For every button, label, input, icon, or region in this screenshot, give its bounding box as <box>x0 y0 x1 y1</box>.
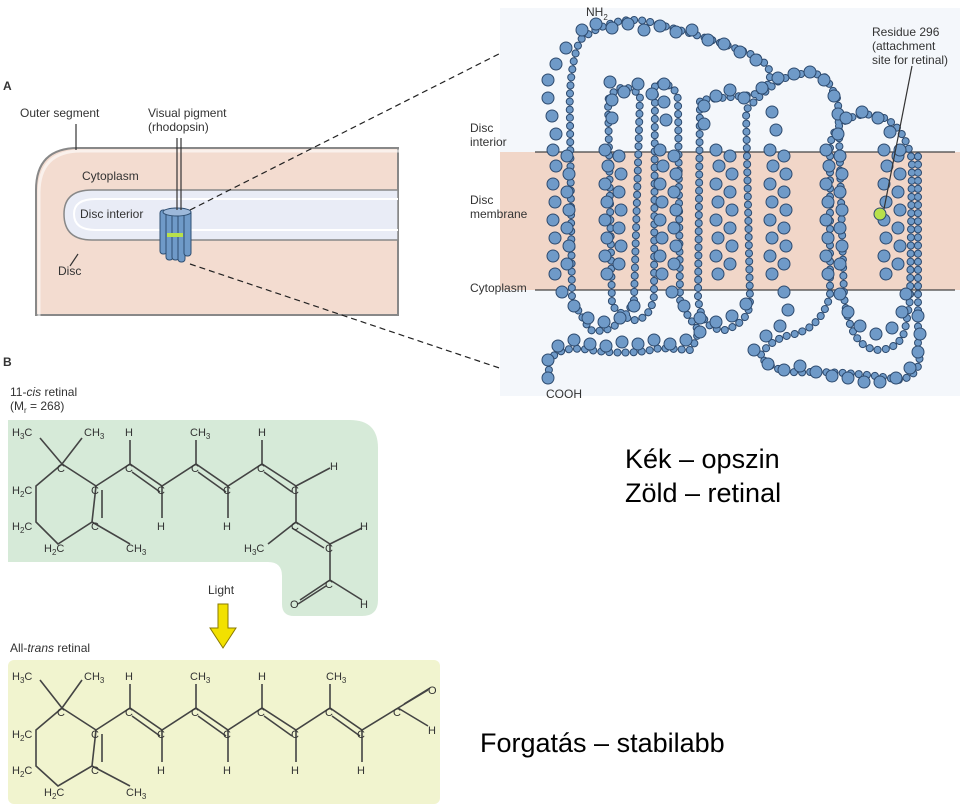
atom: H <box>330 461 338 473</box>
light-label: Light <box>208 583 235 597</box>
atom: C <box>91 765 99 777</box>
cytoplasm-side-label: Cytoplasm <box>470 281 527 295</box>
atom: H <box>125 671 133 683</box>
loop-beads <box>541 17 927 389</box>
atom: C <box>325 579 333 591</box>
panel-b: B 11-cis retinal (Mr = 268) H3C CH3 H CH… <box>3 355 440 804</box>
panel-b-letter: B <box>3 355 12 369</box>
atom: C <box>57 707 65 719</box>
atom: C <box>393 707 401 719</box>
atom: C <box>291 485 299 497</box>
panel-a-letter: A <box>3 79 12 93</box>
atom: C <box>91 729 99 741</box>
atom: H <box>258 671 266 683</box>
atom: H2C <box>12 521 32 535</box>
disc-interior-side-label: Disc <box>470 121 493 135</box>
disc-membrane-label-2: membrane <box>470 207 528 221</box>
atom: C <box>257 463 265 475</box>
disc-membrane-label: Disc <box>470 193 493 207</box>
atom: CH3 <box>84 427 105 441</box>
atom: H3C <box>12 671 32 685</box>
disc-interior-label: Disc interior <box>80 207 143 221</box>
cis-retinal-background <box>8 420 378 616</box>
atom: CH3 <box>84 671 105 685</box>
cis-retinal-mass: (Mr = 268) <box>10 399 64 415</box>
rhodopsin-bundle <box>159 207 192 263</box>
outer-segment-label: Outer segment <box>20 106 100 120</box>
panel-a: A Outer segment Visual pigment (rhodopsi… <box>3 79 401 318</box>
atom: C <box>125 463 133 475</box>
caption-green-retinal: Zöld – retinal <box>625 478 781 508</box>
atom: H2C <box>12 485 32 499</box>
atom: H <box>428 725 436 737</box>
disc-label: Disc <box>58 264 81 278</box>
atom: CH3 <box>126 543 147 557</box>
atom: H2C <box>44 543 64 557</box>
atom: O <box>290 599 299 611</box>
membrane-detail: NH2 COOH Residue 296 (attachment site fo… <box>470 5 960 401</box>
atom: H2C <box>44 787 64 801</box>
cis-retinal-title: 11-cis retinal <box>10 385 77 399</box>
cytoplasm-label: Cytoplasm <box>82 169 139 183</box>
visual-pigment-label: Visual pigment <box>148 106 227 120</box>
atom: H3C <box>12 427 32 441</box>
residue-label-1: Residue 296 <box>872 25 940 39</box>
atom: C <box>125 707 133 719</box>
atom: C <box>357 729 365 741</box>
atom: H3C <box>244 543 264 557</box>
atom: CH3 <box>190 671 211 685</box>
caption-blue-opsin: Kék – opszin <box>625 444 780 474</box>
retinal-marker <box>167 233 183 237</box>
transmembrane-helices <box>546 143 907 281</box>
trans-retinal-structure: H3C CH3 H CH3 H CH3 O C C C C C C H2C C … <box>12 671 437 801</box>
atom: C <box>325 707 333 719</box>
cooh-label: COOH <box>546 387 582 401</box>
atom: H <box>157 765 165 777</box>
atom: C <box>257 707 265 719</box>
atom: C <box>91 485 99 497</box>
atom: H <box>157 521 165 533</box>
atom: C <box>291 729 299 741</box>
cis-retinal-structure: H3C CH3 H CH3 H C C C C H H2C C C C C H2… <box>12 427 368 611</box>
atom: H <box>360 599 368 611</box>
atom: C <box>325 543 333 555</box>
disc <box>63 189 399 241</box>
atom: H <box>291 765 299 777</box>
trans-retinal-background <box>8 660 440 804</box>
disc-interior-side-label-2: interior <box>470 135 507 149</box>
zoom-line-bottom <box>189 263 545 384</box>
atom: H2C <box>12 765 32 779</box>
residue-296-marker <box>873 207 887 221</box>
residue-label-2: (attachment <box>872 39 936 53</box>
caption-rotation-stable: Forgatás – stabilabb <box>480 728 725 758</box>
atom: CH3 <box>326 671 347 685</box>
atom: C <box>157 485 165 497</box>
atom: C <box>191 463 199 475</box>
rhodopsin-label: (rhodopsin) <box>148 120 209 134</box>
trans-retinal-title: All-trans retinal <box>10 641 90 655</box>
atom: O <box>428 685 437 697</box>
atom: H <box>125 427 133 439</box>
atom: H <box>258 427 266 439</box>
atom: C <box>91 521 99 533</box>
atom: C <box>223 729 231 741</box>
atom: C <box>57 463 65 475</box>
atom: H <box>357 765 365 777</box>
atom: H <box>223 521 231 533</box>
atom: C <box>291 521 299 533</box>
atom: H <box>360 521 368 533</box>
atom: C <box>157 729 165 741</box>
atom: H <box>223 765 231 777</box>
atom: H2C <box>12 729 32 743</box>
nh2-label: NH2 <box>586 5 608 22</box>
atom: C <box>191 707 199 719</box>
residue-label-3: site for retinal) <box>872 53 948 67</box>
atom: CH3 <box>126 787 147 801</box>
light-arrow <box>209 603 237 649</box>
atom: CH3 <box>190 427 211 441</box>
atom: C <box>223 485 231 497</box>
